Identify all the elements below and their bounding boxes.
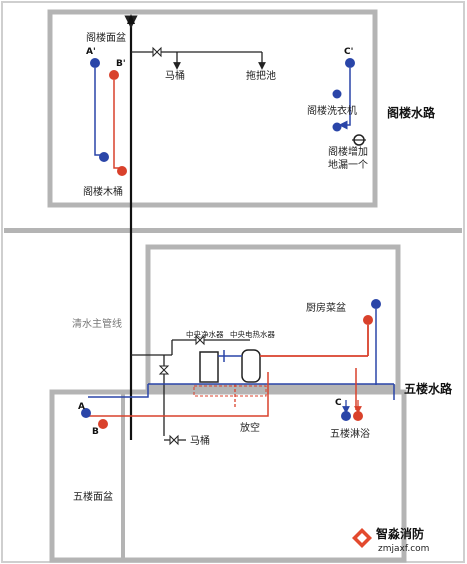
attic-bucket-label: 阁楼木桶 [83, 185, 123, 198]
attic-bucket-cold-valve [99, 152, 109, 162]
attic-hot-line [113, 80, 119, 169]
purifier-label: 中央净水器 [186, 329, 224, 339]
attic-drain-label-2: 地漏一个 [328, 158, 368, 171]
attic-washer-valve-1 [332, 89, 342, 99]
attic-valve-icon [152, 46, 162, 58]
drain-empty-label: 放空 [240, 421, 260, 434]
logo-name: 智淼消防 [375, 526, 424, 541]
purifier-tank [199, 351, 219, 383]
fifth-circuit-label: 五楼水路 [404, 381, 453, 396]
cold-to-basin [88, 384, 149, 398]
attic-washer-label: 阁楼洗衣机 [307, 104, 357, 117]
floor-drain-icon [352, 134, 366, 146]
fifth-a-label: A [78, 402, 85, 412]
main-pipe-label: 清水主管线 [72, 317, 122, 330]
fifth-c-label: C [335, 398, 342, 408]
fifth-toilet-label: 马桶 [190, 434, 210, 447]
attic-c-label: C' [344, 47, 353, 57]
attic-washer-line [338, 68, 351, 130]
heater-tank [241, 349, 261, 383]
kitchen-room-wall [145, 244, 401, 390]
fifth-b-label: B [92, 427, 99, 437]
attic-a-label: A' [86, 47, 96, 57]
watermark-logo: 智淼消防 zmjaxf.com [352, 526, 429, 554]
fifth-b-valve [98, 419, 108, 429]
attic-washer-valve-2 [332, 122, 342, 132]
attic-cold-line [94, 68, 101, 156]
attic-circuit-label: 阁楼水路 [387, 105, 436, 120]
main-pipe-arrowhead [127, 14, 135, 24]
shower-hot-valve [353, 411, 363, 421]
heater-label: 中央电热水器 [230, 329, 275, 339]
attic-mop-pool-label: 拖把池 [246, 69, 276, 82]
attic-basin-label: 阁楼面盆 [86, 31, 126, 44]
kitchen-cold-valve [371, 299, 381, 309]
kitchen-hot-valve [363, 315, 373, 325]
toilet-valve-icon [169, 434, 179, 446]
kitchen-sink-label: 厨房菜盆 [306, 301, 346, 314]
fifth-a-valve [81, 408, 91, 418]
attic-b-label: B' [116, 59, 126, 69]
shower-cold-valve [341, 411, 351, 421]
fifth-floor-wall [49, 389, 407, 563]
fifth-shower-label: 五楼淋浴 [330, 427, 370, 440]
attic-room-wall [47, 9, 378, 208]
drain-dashed-box [193, 385, 267, 397]
logo-url: zmjaxf.com [378, 544, 429, 554]
fifth-basin-label: 五楼面盆 [73, 490, 113, 503]
floor-slab [4, 228, 462, 233]
purifier-valve-icon [195, 334, 205, 346]
attic-b-valve [109, 70, 119, 80]
attic-drain-label-1: 阁楼增加 [328, 145, 368, 158]
attic-toilet-label: 马桶 [165, 69, 185, 82]
attic-bucket-hot-valve [117, 166, 127, 176]
attic-a-valve [90, 58, 100, 68]
feed-valve-icon [158, 365, 170, 375]
hot-to-basin [88, 372, 269, 417]
attic-c-valve [345, 58, 355, 68]
